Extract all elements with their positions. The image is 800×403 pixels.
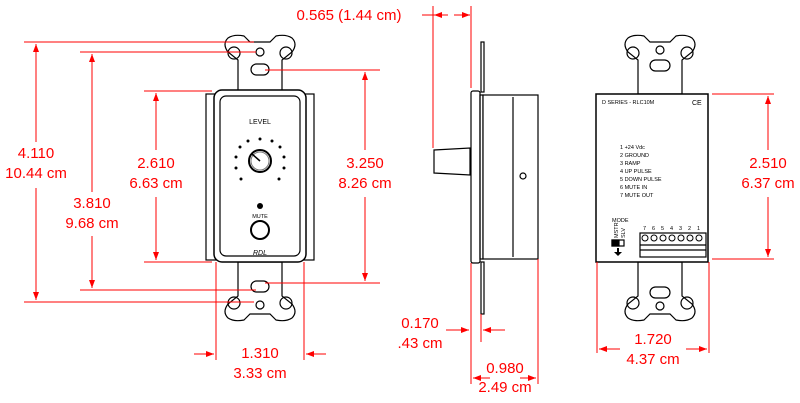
front-view — [205, 34, 315, 322]
level-label: LEVEL — [249, 119, 271, 126]
svg-text:6 MUTE IN: 6 MUTE IN — [620, 185, 647, 191]
svg-text:3: 3 — [679, 226, 682, 232]
dim-mount-spacing-cm: 9.68 cm — [65, 215, 118, 232]
svg-text:7 MUTE OUT: 7 MUTE OUT — [620, 193, 654, 199]
mode-mstr: MSTR — [614, 222, 620, 238]
side-view — [433, 41, 539, 315]
model-label: D SERIES - RLC10M — [602, 100, 655, 106]
svg-text:7: 7 — [643, 226, 646, 232]
terminal-numbers: 7 6 5 4 3 2 1 — [643, 226, 700, 232]
rear-view — [595, 34, 709, 322]
dim-faceplate-width-in: 1.310 — [241, 345, 279, 362]
dim-rear-width-in: 1.720 — [634, 331, 672, 348]
mode-slv: SLV — [621, 228, 627, 238]
dim-overall-height-cm: 10.44 cm — [5, 165, 67, 182]
dim-rear-width-cm: 4.37 cm — [626, 351, 679, 368]
dim-ear-slot-in: 3.250 — [346, 155, 384, 172]
mute-led — [257, 203, 263, 209]
svg-text:2 GROUND: 2 GROUND — [620, 153, 649, 159]
dim-rear-height-cm: 6.37 cm — [741, 175, 794, 192]
arrow-down-icon — [614, 248, 622, 256]
dim-flange-in: 0.170 — [401, 315, 439, 332]
dim-flange-cm: .43 cm — [397, 335, 442, 352]
dim-faceplate-width-cm: 3.33 cm — [233, 365, 286, 382]
dim-mount-spacing-in: 3.810 — [73, 195, 111, 212]
svg-text:1 +24 Vdc: 1 +24 Vdc — [620, 145, 645, 151]
terminal-screws — [641, 234, 703, 242]
dim-faceplate-height-cm: 6.63 cm — [129, 175, 182, 192]
mute-label: MUTE — [252, 214, 268, 220]
brand-label: RDL — [253, 250, 267, 257]
svg-text:5 DOWN PULSE: 5 DOWN PULSE — [620, 177, 662, 183]
dim-ear-slot-cm: 8.26 cm — [338, 175, 391, 192]
svg-text:4 UP PULSE: 4 UP PULSE — [620, 169, 652, 175]
pin-list: 1 +24 Vdc 2 GROUND 3 RAMP 4 UP PULSE 5 D… — [620, 145, 662, 199]
mute-button — [250, 220, 270, 240]
dim-body-depth-in: 0.980 — [486, 360, 524, 377]
svg-text:6: 6 — [652, 226, 655, 232]
svg-text:2: 2 — [688, 226, 691, 232]
svg-text:5: 5 — [661, 226, 664, 232]
dim-overall-height-in: 4.110 — [18, 145, 54, 162]
svg-text:1: 1 — [697, 226, 700, 232]
level-knob — [234, 137, 286, 181]
dim-faceplate-height-in: 2.610 — [137, 155, 175, 172]
dim-body-depth-cm: 2.49 cm — [478, 379, 531, 396]
mode-label: MODE — [612, 218, 629, 224]
svg-text:3 RAMP: 3 RAMP — [620, 161, 641, 167]
ce-mark: CE — [692, 100, 702, 107]
dim-knob-depth: 0.565 (1.44 cm) — [296, 7, 401, 24]
dim-rear-height-in: 2.510 — [749, 155, 787, 172]
svg-text:4: 4 — [670, 226, 673, 232]
